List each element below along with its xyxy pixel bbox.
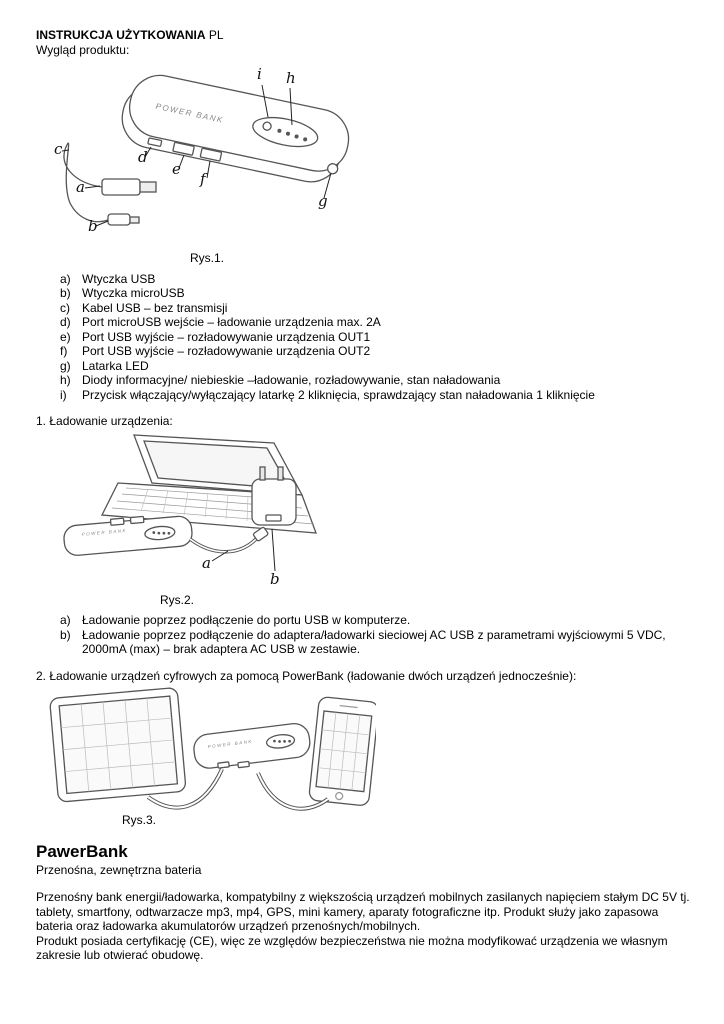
smartphone [308, 696, 376, 806]
list-item: d) Port microUSB wejście – ładowanie urzą… [36, 315, 696, 330]
list-item: b) Ładowanie poprzez podłączenie do adapt… [36, 628, 696, 657]
list-marker: c) [60, 300, 70, 315]
list-text: Wtyczka microUSB [82, 286, 185, 300]
list-marker: b) [60, 627, 71, 642]
list-text: Ładowanie poprzez podłączenie do adapter… [82, 627, 666, 657]
list-item: a) Ładowanie poprzez podłączenie do portu… [36, 613, 696, 628]
fig1-label-a: a [76, 178, 85, 196]
fig1-label-f: f [199, 170, 208, 188]
list-marker: e) [60, 329, 71, 344]
list-marker: d) [60, 315, 71, 329]
product-description: Przenośny bank energii/ładowarka, kompat… [36, 890, 690, 933]
device-brand-text: POWER BANK [207, 739, 253, 750]
device-brand-text: POWER BANK [81, 527, 127, 536]
product-certification: Produkt posiada certyfikację (CE), więc … [36, 933, 668, 963]
list-item: b) Wtyczka microUSB [36, 286, 696, 301]
list-text: Wtyczka USB [82, 271, 156, 286]
parts-list: a) Wtyczka USB b) Wtyczka microUSB c) Kabel… [36, 272, 696, 403]
button-cluster [252, 116, 319, 148]
leader-lines [61, 84, 332, 227]
list-text: Port USB wyjście – rozładowywanie urządz… [82, 344, 371, 358]
microusb-plug [107, 213, 140, 226]
fig1-label-d: d [138, 148, 148, 166]
list-text: Port USB wyjście – rozładowywanie urządz… [82, 329, 371, 344]
list-item: e) Port USB wyjście – rozładowywanie urzą… [36, 330, 696, 345]
led-flashlight [327, 163, 339, 175]
list-marker: g) [60, 358, 71, 373]
tablet [49, 687, 187, 803]
fig1-label-c: c [54, 140, 63, 158]
list-text: Ładowanie poprzez podłączenie do portu U… [82, 613, 411, 627]
fig2-caption: Rys.2. [160, 592, 195, 607]
fig3-dual-charging-illustration: POWER BANK [49, 687, 376, 811]
list-item: i) Przycisk włączający/wyłączający latark… [36, 388, 696, 403]
fig2-laptop-charging-illustration: POWER BANK [63, 433, 317, 588]
microusb-port [147, 137, 163, 147]
fig2-label-a: a [202, 554, 211, 572]
list-marker: i) [60, 387, 67, 402]
button-cluster [144, 525, 176, 540]
powerbank-device: POWER BANK [121, 74, 350, 183]
powerbank-top-face [128, 74, 350, 172]
powerbank-device: POWER BANK [193, 723, 311, 769]
usb-port-out1 [172, 141, 195, 156]
usb-plug [101, 178, 157, 196]
fig1-label-h: h [286, 69, 296, 87]
usb-plug [252, 526, 269, 541]
fig1-label-b: b [88, 217, 98, 235]
product-name: PawerBank [36, 841, 128, 861]
fig3-caption: Rys.3. [122, 813, 157, 827]
list-text: Kabel USB – bez transmisji [82, 300, 228, 315]
charging-list: a) Ładowanie poprzez podłączenie do portu… [36, 613, 696, 657]
usb-port-out2 [199, 147, 223, 162]
list-text: Latarka LED [82, 358, 149, 373]
list-marker: a) [60, 271, 71, 286]
list-item: f) Port USB wyjście – rozładowywanie urzą… [36, 344, 696, 359]
usb-port [129, 515, 145, 524]
list-item: a) Wtyczka USB [36, 272, 696, 287]
list-item: h) Diody informacyjne/ niebieskie –ładowa… [36, 373, 696, 388]
list-text: Port microUSB wejście – ładowanie urządz… [82, 315, 381, 329]
laptop-keyboard [111, 487, 315, 524]
section1-heading: 1. Ładowanie urządzenia: [36, 414, 173, 428]
list-text: Diody informacyjne/ niebieskie –ładowani… [82, 373, 501, 387]
usb-port [217, 761, 230, 769]
doc-title: INSTRUKCJA UŻYTKOWANIA [36, 28, 206, 42]
doc-lang: PL [205, 28, 224, 42]
fig1-label-i: i [257, 65, 262, 83]
doc-title-line: INSTRUKCJA UŻYTKOWANIA PL [36, 28, 696, 43]
list-item: c) Kabel USB – bez transmisji [36, 301, 696, 316]
list-marker: f) [60, 344, 68, 358]
doc-subtitle: Wygląd produktu: [36, 42, 130, 57]
product-tagline: Przenośna, zewnętrzna bateria [36, 862, 202, 877]
list-marker: a) [60, 613, 71, 627]
fig1-caption: Rys.1. [190, 251, 225, 265]
usb-port [109, 517, 125, 526]
powerbank-device: POWER BANK [63, 515, 193, 556]
list-item: g) Latarka LED [36, 359, 696, 374]
fig1-label-g: g [318, 192, 328, 210]
section2-heading: 2. Ładowanie urządzeń cyfrowych za pomoc… [36, 668, 577, 683]
fig1-label-e: e [172, 160, 181, 178]
power-button-icon [262, 121, 272, 131]
usb-cable [63, 142, 109, 223]
ac-adapter [251, 465, 297, 526]
button-cluster [265, 734, 296, 749]
fig1-powerbank-illustration: POWER BANK [54, 65, 350, 235]
usb-port [237, 760, 250, 769]
leader-lines [211, 528, 276, 571]
list-text: Przycisk włączający/wyłączający latarkę … [82, 387, 595, 402]
fig2-label-b: b [270, 570, 280, 588]
list-marker: b) [60, 286, 71, 300]
list-marker: h) [60, 373, 71, 387]
